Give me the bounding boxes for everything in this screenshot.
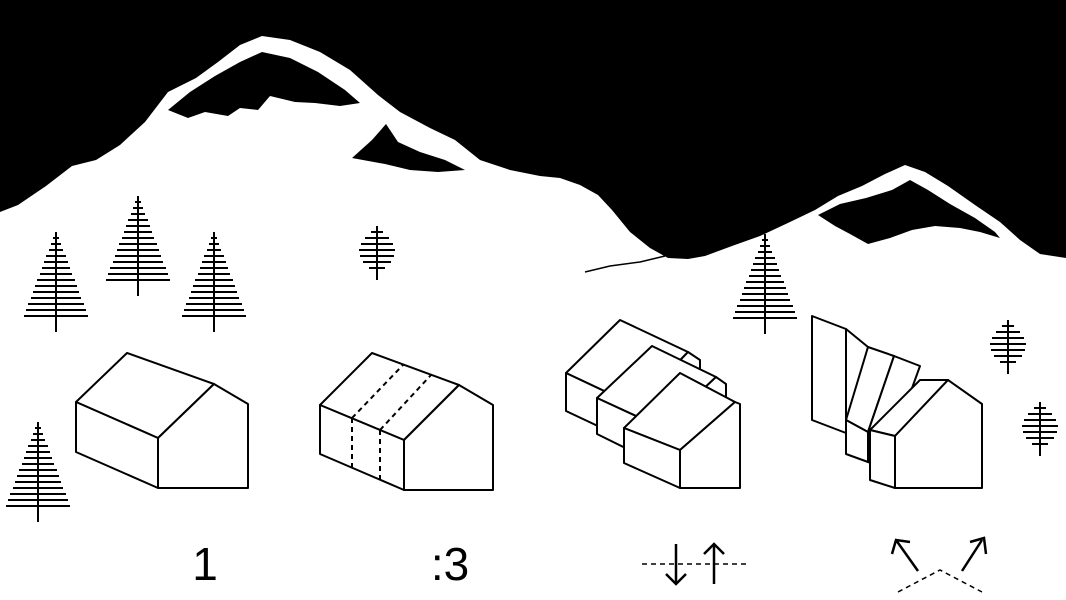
mountain-shadow bbox=[352, 124, 465, 172]
ridge-line bbox=[584, 255, 666, 273]
round-tree-icon bbox=[989, 319, 1027, 375]
fir-tree-icon bbox=[23, 231, 89, 333]
step-2-label: :3 bbox=[430, 538, 470, 590]
down-up-arrows-icon bbox=[642, 542, 746, 586]
fir-tree-icon bbox=[181, 231, 247, 333]
mountain-shadow bbox=[168, 52, 360, 118]
round-tree-icon bbox=[358, 225, 396, 281]
mountain-shadow bbox=[818, 180, 1000, 244]
fir-tree-icon bbox=[105, 195, 171, 297]
gable-house-icon bbox=[75, 352, 249, 489]
night-sky bbox=[0, 0, 1066, 259]
rotated-volumes-icon bbox=[811, 315, 983, 489]
fir-tree-icon bbox=[5, 421, 71, 523]
fir-tree-icon bbox=[732, 233, 798, 335]
shifted-volumes-icon bbox=[565, 319, 741, 489]
gable-house-dashed-divisions-icon bbox=[319, 352, 494, 491]
diverging-arrows-icon bbox=[890, 536, 988, 593]
step-1-label: 1 bbox=[192, 538, 218, 590]
round-tree-icon bbox=[1021, 401, 1059, 457]
